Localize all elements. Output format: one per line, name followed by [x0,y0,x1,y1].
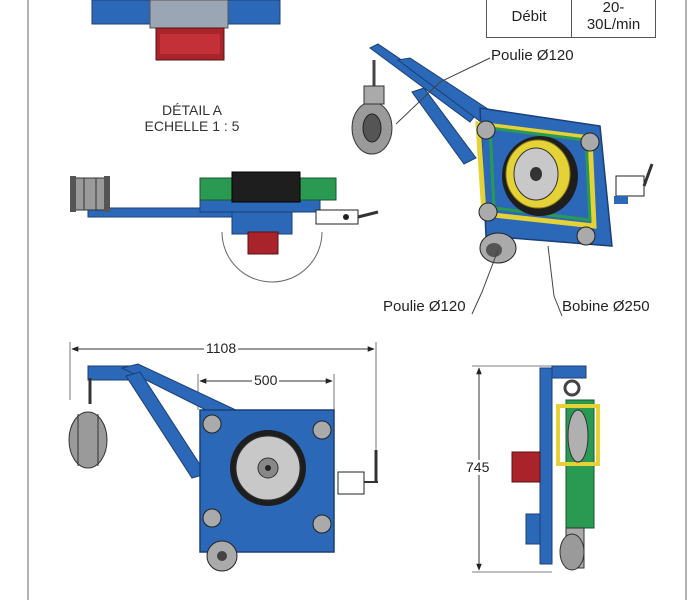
leader-bobine [547,245,563,317]
top-partial-view [91,0,281,61]
callout-poulie-bottom: Poulie Ø120 [383,298,466,315]
info-table: Débit 20- 30L/min [486,0,656,38]
dim-text-500: 500 [252,372,280,388]
leader-poulie-top [395,57,491,125]
detail-title: DÉTAIL A [162,102,222,118]
callout-bobine: Bobine Ø250 [562,298,650,315]
callout-poulie-top: Poulie Ø120 [491,47,574,64]
detail-a-view [70,171,379,283]
front-view [68,342,378,572]
debit-value-line1: 20- [602,0,625,16]
dim-text-745: 745 [464,459,492,475]
debit-label: Débit [511,7,547,25]
dim-text-1108: 1108 [204,340,239,356]
iso-view [351,43,654,264]
detail-label: DÉTAIL A ECHELLE 1 : 5 [132,102,252,134]
detail-scale: ECHELLE 1 : 5 [144,118,240,134]
debit-value-line2: 30L/min [586,16,641,33]
debit-label-cell: Débit [486,0,572,38]
leader-poulie-bottom [471,249,499,315]
debit-value-cell: 20- 30L/min [571,0,656,38]
side-view [472,365,600,573]
